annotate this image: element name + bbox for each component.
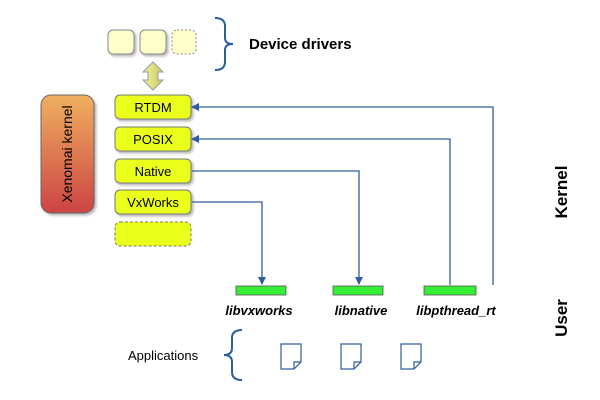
document-icon (340, 343, 362, 370)
skin-boxes: RTDM POSIX Native VxWorks (114, 94, 192, 247)
document-icon (400, 343, 422, 370)
applications-brace (223, 329, 243, 381)
skin-label: VxWorks (127, 195, 179, 210)
document-icon (280, 343, 302, 370)
libnative-label: libnative (335, 303, 388, 318)
libvxworks-label: libvxworks (225, 303, 292, 318)
device-driver-boxes (107, 29, 197, 55)
connector-arrows (191, 103, 494, 285)
libpthread-rt-bar (423, 285, 477, 296)
xenomai-kernel-box (40, 94, 95, 214)
skin-vxworks: VxWorks (114, 189, 192, 215)
skin-label: POSIX (133, 132, 173, 147)
driver-box-2 (139, 29, 167, 55)
driver-box-3 (171, 29, 197, 55)
driver-box-1 (107, 29, 135, 55)
libpthread-rt-label: libpthread_rt (416, 303, 496, 318)
skin-posix: POSIX (114, 126, 192, 152)
driver-link-arrow-icon (141, 61, 165, 91)
applications-label: Applications (128, 348, 199, 363)
xenomai-kernel-label: Xenomai kernel (59, 105, 75, 202)
skin-rtdm: RTDM (114, 94, 192, 120)
arrow-native-to-libnative (192, 170, 363, 285)
skin-label: Native (135, 164, 172, 179)
application-docs (280, 343, 422, 370)
skin-native: Native (114, 158, 192, 184)
libnative-bar (332, 285, 384, 296)
device-drivers-label: Device drivers (249, 36, 352, 53)
kernel-side-label: Kernel (552, 166, 571, 219)
libvxworks-bar (235, 285, 287, 296)
skin-label: RTDM (134, 100, 171, 115)
device-drivers-brace (214, 17, 234, 71)
skin-placeholder (114, 221, 192, 247)
arrow-libpthread-to-rtdm (191, 103, 494, 285)
arrow-vxworks-to-libvxworks (192, 201, 266, 285)
arrow-libpthread-to-posix (191, 135, 451, 285)
user-side-label: User (552, 299, 571, 337)
